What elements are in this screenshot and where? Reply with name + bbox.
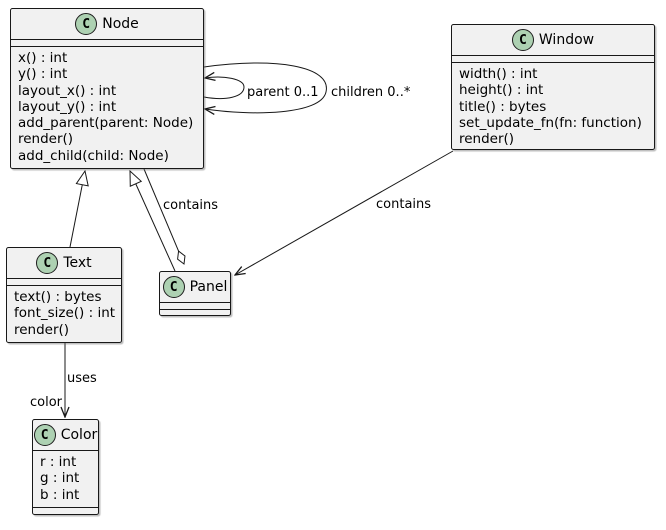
methods-compartment [33, 507, 98, 514]
attributes-compartment: r : int g : int b : int [33, 450, 98, 507]
edge-label-node-panel-contains: contains [163, 198, 219, 213]
class-color: C Color r : int g : int b : int [32, 419, 99, 515]
edge-window-panel-contains [235, 150, 454, 275]
class-node: C Node x() : int y() : int layout_x() : … [10, 8, 204, 169]
methods-compartment: width() : int height() : int title() : b… [452, 62, 654, 149]
class-name: Node [102, 16, 139, 32]
class-color-title: C Color [33, 420, 98, 450]
attributes-compartment [7, 278, 121, 285]
class-member: render() [459, 131, 515, 148]
class-member: layout_x() : int [18, 82, 117, 99]
class-icon: C [75, 13, 98, 35]
class-icon: C [33, 424, 56, 446]
class-icon: C [162, 276, 185, 298]
class-member: add_parent(parent: Node) [18, 115, 194, 132]
class-member: render() [14, 321, 70, 338]
methods-compartment: text() : bytes font_size() : int render(… [7, 285, 121, 342]
attributes-compartment [11, 39, 203, 46]
edge-label-parent-multiplicity: parent 0..1 [247, 85, 319, 100]
edge-label-uses: uses [67, 371, 97, 386]
class-member: layout_y() : int [18, 98, 117, 115]
class-text-title: C Text [7, 248, 121, 278]
class-panel-title: C Panel [160, 272, 230, 302]
class-text: C Text text() : bytes font_size() : int … [6, 247, 122, 343]
class-window-title: C Window [452, 25, 654, 55]
edge-node-panel-contains [143, 168, 186, 265]
class-member: height() : int [459, 82, 544, 99]
class-member: font_size() : int [14, 305, 116, 322]
class-member: b : int [40, 486, 80, 503]
class-name: Color [60, 427, 98, 443]
class-window: C Window width() : int height() : int ti… [451, 24, 655, 150]
class-icon: C [36, 252, 59, 274]
edge-label-children-multiplicity: children 0..* [331, 85, 411, 100]
class-member: text() : bytes [14, 289, 102, 305]
class-member: g : int [40, 470, 80, 487]
class-name: Window [538, 32, 595, 48]
edge-node-self-parent [204, 77, 245, 100]
class-member: render() [18, 131, 74, 148]
edge-label-color-role: color [30, 395, 63, 410]
methods-compartment: x() : int y() : int layout_x() : int lay… [11, 46, 203, 168]
class-member: r : int [40, 454, 77, 470]
attributes-compartment [160, 302, 230, 309]
class-name: Text [63, 255, 92, 271]
edge-panel-extends-node [130, 171, 176, 272]
class-member: width() : int [459, 66, 538, 82]
attributes-compartment [452, 55, 654, 62]
class-member: add_child(child: Node) [18, 147, 169, 164]
class-member: set_update_fn(fn: function) [459, 114, 642, 131]
class-member: y() : int [18, 66, 68, 83]
class-icon: C [511, 29, 534, 51]
edge-node-self-children [204, 62, 327, 113]
class-name: Panel [189, 279, 228, 295]
edge-text-extends-node [69, 171, 85, 248]
methods-compartment [160, 309, 230, 315]
edge-label-window-panel-contains: contains [376, 197, 432, 212]
class-member: title() : bytes [459, 98, 547, 115]
class-panel: C Panel [159, 271, 231, 316]
class-node-title: C Node [11, 9, 203, 39]
class-member: x() : int [18, 50, 68, 66]
